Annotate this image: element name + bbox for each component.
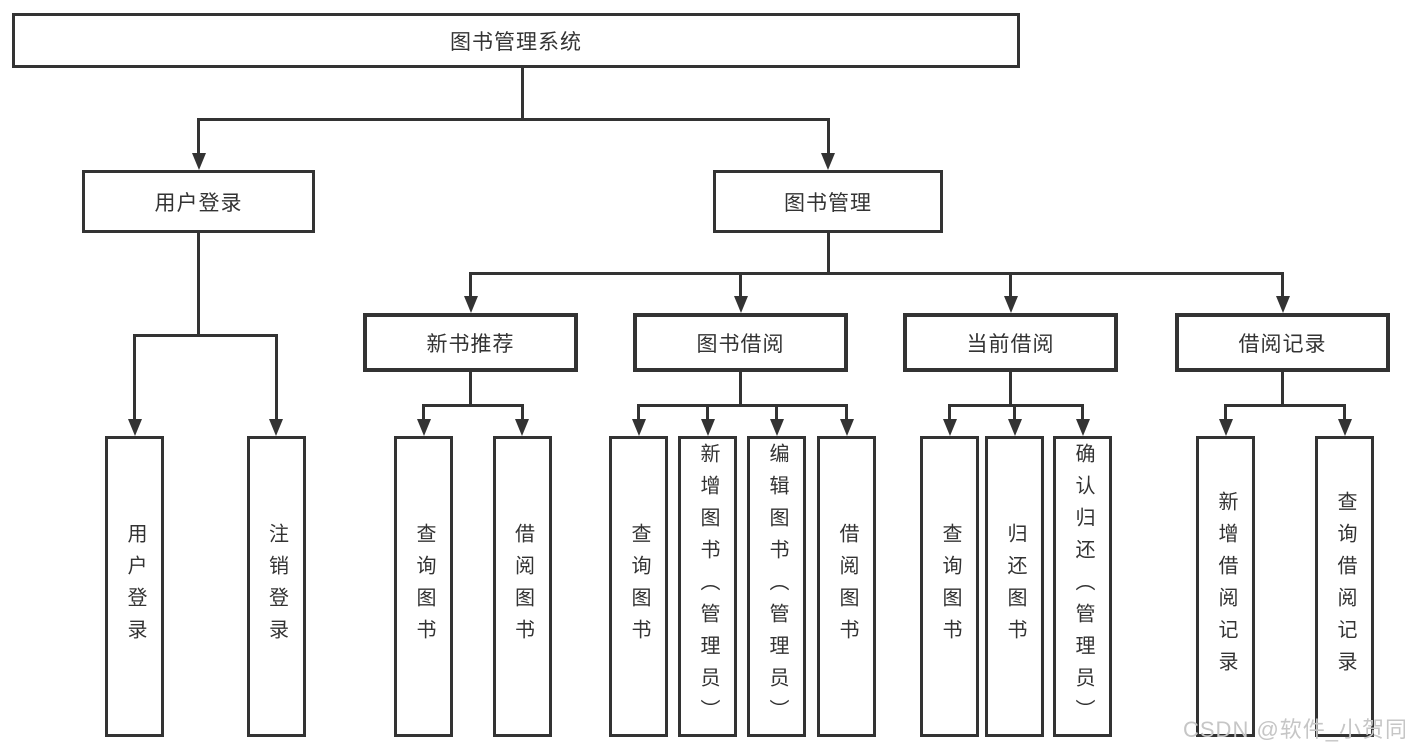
connector-line — [197, 120, 200, 154]
connector-line — [1224, 404, 1346, 407]
connector-line — [1009, 372, 1012, 407]
connector-line — [520, 406, 524, 420]
connector-line — [422, 406, 425, 420]
leaf-borrow-books-borrowing: 借阅图书 — [817, 436, 876, 737]
arrowhead-down-icon — [416, 419, 431, 436]
connector-line — [1013, 406, 1016, 420]
node-root-system-label: 图书管理系统 — [450, 30, 582, 54]
leaf-query-books-borrowing-label: 查询图书 — [628, 522, 650, 651]
leaf-add-borrow-record: 新增借阅记录 — [1196, 436, 1255, 737]
connector-line — [706, 406, 709, 420]
node-book-borrowing-label: 图书借阅 — [696, 332, 785, 356]
leaf-borrow-books-recommend-label: 借阅图书 — [511, 522, 534, 651]
node-borrowing-records: 借阅记录 — [1175, 313, 1390, 372]
connector-line — [948, 406, 951, 420]
arrowhead-down-icon — [839, 419, 854, 436]
leaf-edit-book-admin-label: 编辑图书（管理员） — [766, 442, 788, 731]
connector-line — [274, 336, 278, 420]
arrowhead-down-icon — [1218, 419, 1233, 436]
connector-line — [520, 68, 524, 120]
leaf-add-book-admin: 新增图书（管理员） — [678, 436, 737, 737]
connector-line — [739, 372, 742, 407]
node-current-borrowing: 当前借阅 — [903, 313, 1118, 372]
arrowhead-down-icon — [942, 419, 957, 436]
arrowhead-down-icon — [1003, 296, 1018, 313]
leaf-confirm-return-admin: 确认归还（管理员） — [1053, 436, 1112, 737]
arrowhead-down-icon — [1337, 419, 1352, 436]
leaf-query-borrow-record: 查询借阅记录 — [1315, 436, 1374, 737]
connector-line — [948, 404, 1084, 407]
leaf-query-books-current-label: 查询图书 — [939, 522, 961, 651]
node-root-system: 图书管理系统 — [12, 13, 1020, 68]
connector-line — [469, 274, 472, 298]
leaf-query-borrow-record-label: 查询借阅记录 — [1334, 490, 1356, 683]
node-new-book-recommend-label: 新书推荐 — [426, 332, 515, 356]
connector-line — [826, 233, 830, 275]
leaf-user-login-label: 用户登录 — [124, 522, 146, 651]
arrowhead-down-icon — [769, 419, 784, 436]
arrowhead-down-icon — [269, 419, 283, 436]
connector-line — [197, 118, 830, 121]
connector-line — [133, 334, 278, 337]
arrowhead-down-icon — [1007, 419, 1022, 436]
connector-line — [1281, 274, 1284, 298]
arrowhead-down-icon — [463, 296, 478, 313]
connector-line — [845, 406, 848, 420]
csdn-watermark: CSDN @软件_小贺同学 — [1183, 717, 1405, 742]
arrowhead-down-icon — [700, 419, 715, 436]
connector-line — [637, 406, 640, 420]
connector-line — [197, 233, 200, 337]
arrowhead-down-icon — [191, 153, 206, 170]
arrowhead-down-icon — [821, 153, 835, 170]
connector-line — [469, 272, 1284, 275]
leaf-edit-book-admin: 编辑图书（管理员） — [747, 436, 806, 737]
leaf-user-login: 用户登录 — [105, 436, 164, 737]
node-current-borrowing-label: 当前借阅 — [966, 332, 1055, 356]
node-book-management-branch: 图书管理 — [713, 170, 943, 233]
leaf-add-borrow-record-label: 新增借阅记录 — [1215, 490, 1237, 683]
connector-line — [739, 274, 742, 298]
arrowhead-down-icon — [631, 419, 646, 436]
leaf-confirm-return-admin-label: 确认归还（管理员） — [1072, 442, 1094, 731]
connector-line — [775, 406, 778, 420]
node-user-login-branch-label: 用户登录 — [154, 191, 243, 215]
connector-line — [469, 372, 472, 407]
connector-line — [422, 404, 524, 407]
leaf-return-books: 归还图书 — [985, 436, 1044, 737]
node-book-management-branch-label: 图书管理 — [784, 191, 872, 215]
leaf-return-books-label: 归还图书 — [1004, 522, 1026, 651]
leaf-query-books-borrowing: 查询图书 — [609, 436, 668, 737]
connector-line — [826, 120, 830, 154]
leaf-query-books-recommend-label: 查询图书 — [413, 522, 435, 651]
connector-line — [1281, 372, 1284, 407]
leaf-add-book-admin-label: 新增图书（管理员） — [697, 442, 719, 731]
arrowhead-down-icon — [127, 419, 142, 436]
arrowhead-down-icon — [1275, 296, 1290, 313]
node-borrowing-records-label: 借阅记录 — [1238, 332, 1327, 356]
connector-line — [1224, 406, 1227, 420]
arrowhead-down-icon — [515, 419, 529, 436]
connector-line — [637, 404, 848, 407]
node-user-login-branch: 用户登录 — [82, 170, 315, 233]
connector-line — [133, 336, 136, 420]
arrowhead-down-icon — [1075, 419, 1090, 436]
leaf-logout-label: 注销登录 — [265, 522, 288, 651]
leaf-query-books-current: 查询图书 — [920, 436, 979, 737]
leaf-borrow-books-borrowing-label: 借阅图书 — [836, 522, 858, 651]
leaf-logout: 注销登录 — [246, 436, 306, 737]
connector-line — [1081, 406, 1084, 420]
connector-line — [1009, 274, 1012, 298]
node-book-borrowing: 图书借阅 — [633, 313, 848, 372]
connector-line — [1343, 406, 1346, 420]
node-new-book-recommend: 新书推荐 — [363, 313, 578, 372]
leaf-borrow-books-recommend: 借阅图书 — [492, 436, 552, 737]
arrowhead-down-icon — [733, 296, 748, 313]
leaf-query-books-recommend: 查询图书 — [394, 436, 453, 737]
